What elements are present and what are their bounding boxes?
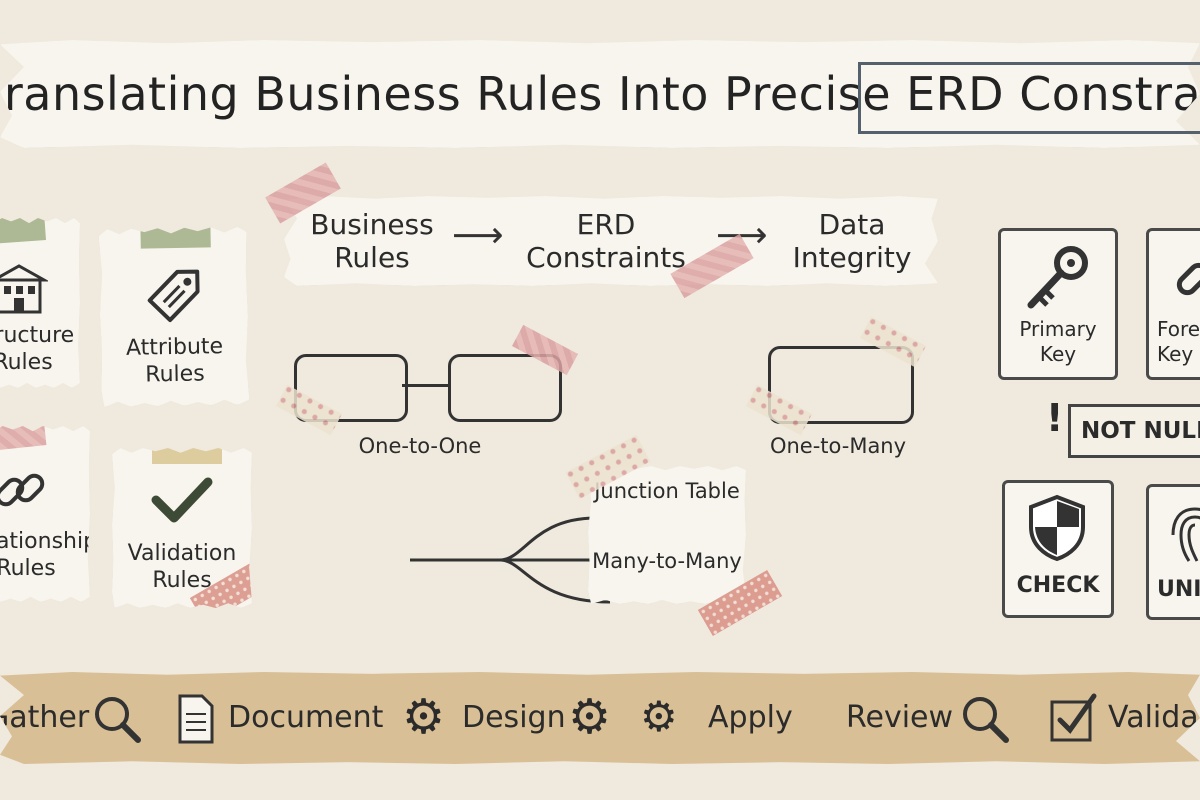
gear-icon: ⚙: [402, 689, 446, 745]
step-apply: Apply: [708, 700, 793, 735]
document-icon: [178, 694, 214, 744]
title-strip: Translating Business Rules Into Precise …: [0, 40, 1200, 148]
note-attribute-rules: Attribute Rules: [98, 227, 249, 408]
label-junction-table: Junction Table: [594, 479, 740, 503]
stamp-primary-key: Primary Key: [998, 228, 1118, 380]
flow-data-integrity: Data Integrity: [792, 208, 912, 274]
tag-icon: [141, 263, 206, 328]
magnifier-icon: [963, 697, 1009, 743]
note-label: Validation Rules: [127, 541, 237, 593]
tape: [152, 448, 222, 464]
tape: [0, 426, 47, 451]
chain-link-icon: [1176, 262, 1200, 296]
note-structure-rules: Structure Rules: [0, 218, 80, 388]
note-relationship-rules: Relationship Rules: [0, 426, 90, 602]
flow-business-rules: Business Rules: [310, 208, 434, 274]
gear-icon: ⚙: [568, 689, 612, 745]
stamp-unique: UNIQUE: [1146, 484, 1200, 620]
fingerprint-icon: [1171, 507, 1200, 562]
note-label: Structure Rules: [0, 323, 75, 375]
tape: [0, 218, 46, 244]
building-icon: [0, 264, 48, 314]
shield-icon: [1029, 494, 1085, 562]
checkbox-icon: [1050, 693, 1097, 742]
tape: [140, 217, 211, 248]
relationship-line: [402, 384, 448, 387]
key-icon: [1027, 246, 1088, 309]
steps-strip: Gather Document ⚙ Design ⚙ ⚙ Apply Revie…: [0, 672, 1200, 764]
checkmark-icon: [151, 477, 213, 523]
label-unique: UNIQUE: [1157, 577, 1200, 602]
label-foreign-key: Foreign Key: [1157, 317, 1200, 366]
exclamation-icon: !: [1046, 396, 1064, 440]
label-not-null: NOT NULL: [1068, 404, 1200, 458]
step-design: Design: [462, 700, 566, 735]
gear-database-icon: ⚙: [640, 692, 678, 741]
title-highlight-box: [858, 62, 1200, 134]
note-label: Relationship Rules: [0, 529, 90, 581]
step-validate: Validate: [1108, 700, 1200, 735]
note-label: Attribute Rules: [125, 334, 224, 388]
entity-box: [294, 354, 408, 422]
entity-box: [768, 346, 914, 424]
label-one-to-many: One-to-Many: [769, 434, 907, 458]
label-primary-key: Primary Key: [1019, 317, 1097, 366]
magnifier-icon: [95, 697, 141, 743]
flow-erd-constraints: ERD Constraints: [526, 208, 686, 274]
page-title: Translating Business Rules Into Precise …: [0, 67, 1200, 121]
stamp-foreign-key: Foreign Key: [1146, 228, 1200, 380]
step-review: Review: [846, 700, 954, 735]
crows-foot-lines: [410, 516, 611, 604]
junction-table-card: Junction Table Many-to-Many: [588, 466, 746, 604]
chain-link-icon: [0, 473, 45, 507]
arrow-icon: ⟶: [452, 215, 504, 256]
stamp-check: CHECK: [1002, 480, 1114, 618]
entity-box: [448, 354, 562, 422]
flow-strip: Business Rules ⟶ ERD Constraints ⟶ Data …: [284, 196, 938, 286]
step-document: Document: [228, 700, 384, 735]
label-one-to-one: One-to-One: [358, 434, 482, 458]
label-check: CHECK: [1016, 573, 1100, 598]
step-gather: Gather: [0, 700, 90, 735]
note-validation-rules: Validation Rules: [112, 448, 252, 608]
label-many-to-many: Many-to-Many: [592, 549, 742, 573]
